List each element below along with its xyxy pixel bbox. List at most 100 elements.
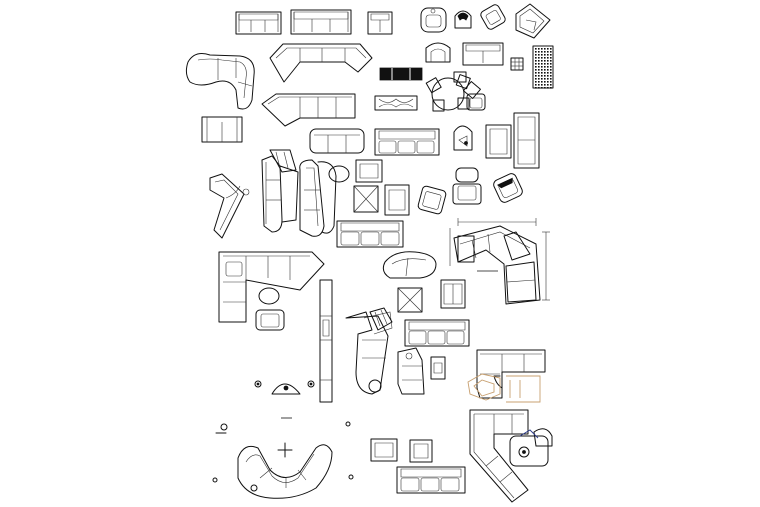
coffee-table-ornate — [375, 96, 417, 110]
angled-chair-mid-right — [492, 172, 524, 204]
hatch-dot — [535, 75, 537, 77]
recliner-sectional-center — [346, 308, 392, 394]
hatch-dot — [547, 84, 549, 86]
hatch-dot — [535, 84, 537, 86]
hatch-dot — [550, 48, 552, 50]
table-center-low — [431, 357, 445, 379]
hatch-dot — [544, 57, 546, 59]
sofa-center-low — [405, 320, 469, 346]
hatch-dot — [535, 78, 537, 80]
hatch-dot — [544, 54, 546, 56]
chair-mid-a — [356, 160, 382, 182]
hatch-dot — [535, 48, 537, 50]
hatch-dot — [538, 51, 540, 53]
hatch-dot — [544, 60, 546, 62]
sofa-3seat-mid — [337, 221, 403, 247]
chair-bottom-center — [371, 439, 397, 461]
hatch-dot — [541, 66, 543, 68]
hatch-dot — [550, 87, 552, 89]
hatch-dot — [535, 60, 537, 62]
side-table-mid — [486, 125, 511, 158]
hatch-dot — [547, 57, 549, 59]
hatched-panel — [533, 46, 553, 89]
hatch-dot — [541, 81, 543, 83]
hatch-dot — [535, 66, 537, 68]
hatch-dot — [538, 87, 540, 89]
tub-chair-left — [454, 126, 472, 150]
loveseat-mid-left — [202, 117, 242, 142]
hatch-dot — [544, 72, 546, 74]
hatch-dot — [547, 69, 549, 71]
hatch-dot — [538, 66, 540, 68]
curved-sectional-left — [186, 54, 254, 109]
hatch-dot — [538, 57, 540, 59]
accent-outlines — [468, 374, 540, 402]
hatch-dot — [541, 48, 543, 50]
hatch-dot — [535, 63, 537, 65]
chair-left-low — [256, 310, 284, 330]
hatch-dot — [538, 63, 540, 65]
hatch-dot — [550, 75, 552, 77]
table-bottom-center — [410, 440, 432, 462]
angled-chair-top — [479, 3, 506, 30]
hatch-dot — [550, 51, 552, 53]
hatch-dot — [547, 72, 549, 74]
ottoman-pad — [329, 166, 349, 182]
long-recliner-sectional — [262, 150, 298, 232]
swivel-chair-top — [455, 11, 471, 28]
hatch-dot — [547, 87, 549, 89]
sofa-cushioned-mid — [375, 129, 439, 155]
diagonal-sectional-bottom — [470, 410, 552, 502]
hatch-dot — [541, 63, 543, 65]
hatch-dot — [541, 54, 543, 56]
hatch-dot — [538, 48, 540, 50]
corner-unit-center — [398, 348, 424, 394]
hatch-dot — [541, 72, 543, 74]
hatch-dot — [541, 51, 543, 53]
hatch-dot — [544, 87, 546, 89]
hatch-dot — [541, 75, 543, 77]
hatch-dot — [544, 51, 546, 53]
hatch-dot — [544, 75, 546, 77]
hatch-dot — [541, 87, 543, 89]
hatch-dot — [547, 63, 549, 65]
console-dark — [380, 68, 422, 80]
hatch-dot — [535, 57, 537, 59]
hatch-dot — [535, 81, 537, 83]
club-chair-top — [421, 8, 446, 32]
round-chaise-center — [383, 252, 436, 278]
hatch-dot — [538, 60, 540, 62]
hatch-dot — [547, 78, 549, 80]
recliner-top-right — [516, 4, 550, 38]
sofa-3seat-top-a — [236, 12, 281, 34]
hatch-dot — [535, 72, 537, 74]
hatch-dot — [547, 48, 549, 50]
hatch-dot — [547, 60, 549, 62]
hatch-dot — [544, 48, 546, 50]
chaise-round-mid — [210, 174, 249, 238]
hatch-dot — [535, 54, 537, 56]
hatch-dot — [541, 84, 543, 86]
hatch-dot — [544, 78, 546, 80]
tall-cabinet-strip — [320, 280, 332, 402]
x-table-b — [398, 288, 422, 312]
hatch-dot — [538, 78, 540, 80]
hatch-dot — [550, 63, 552, 65]
grid-ottoman — [511, 58, 523, 70]
hatch-dot — [535, 69, 537, 71]
sofa-rounded-mid — [310, 129, 364, 153]
sofa-3seat-top-b — [291, 10, 351, 34]
hatch-dot — [541, 78, 543, 80]
hatch-dot — [544, 84, 546, 86]
side-table-chair-mid — [385, 185, 409, 215]
hatch-dot — [547, 81, 549, 83]
hatch-dot — [550, 84, 552, 86]
round-chair-top — [426, 43, 450, 62]
hatch-dot — [535, 51, 537, 53]
pouf-left — [259, 288, 279, 304]
sofa-bottom-center — [397, 467, 465, 493]
hatch-dot — [547, 75, 549, 77]
hatch-dot — [544, 66, 546, 68]
curved-sofa-mid — [300, 160, 336, 236]
hatch-dot — [538, 69, 540, 71]
